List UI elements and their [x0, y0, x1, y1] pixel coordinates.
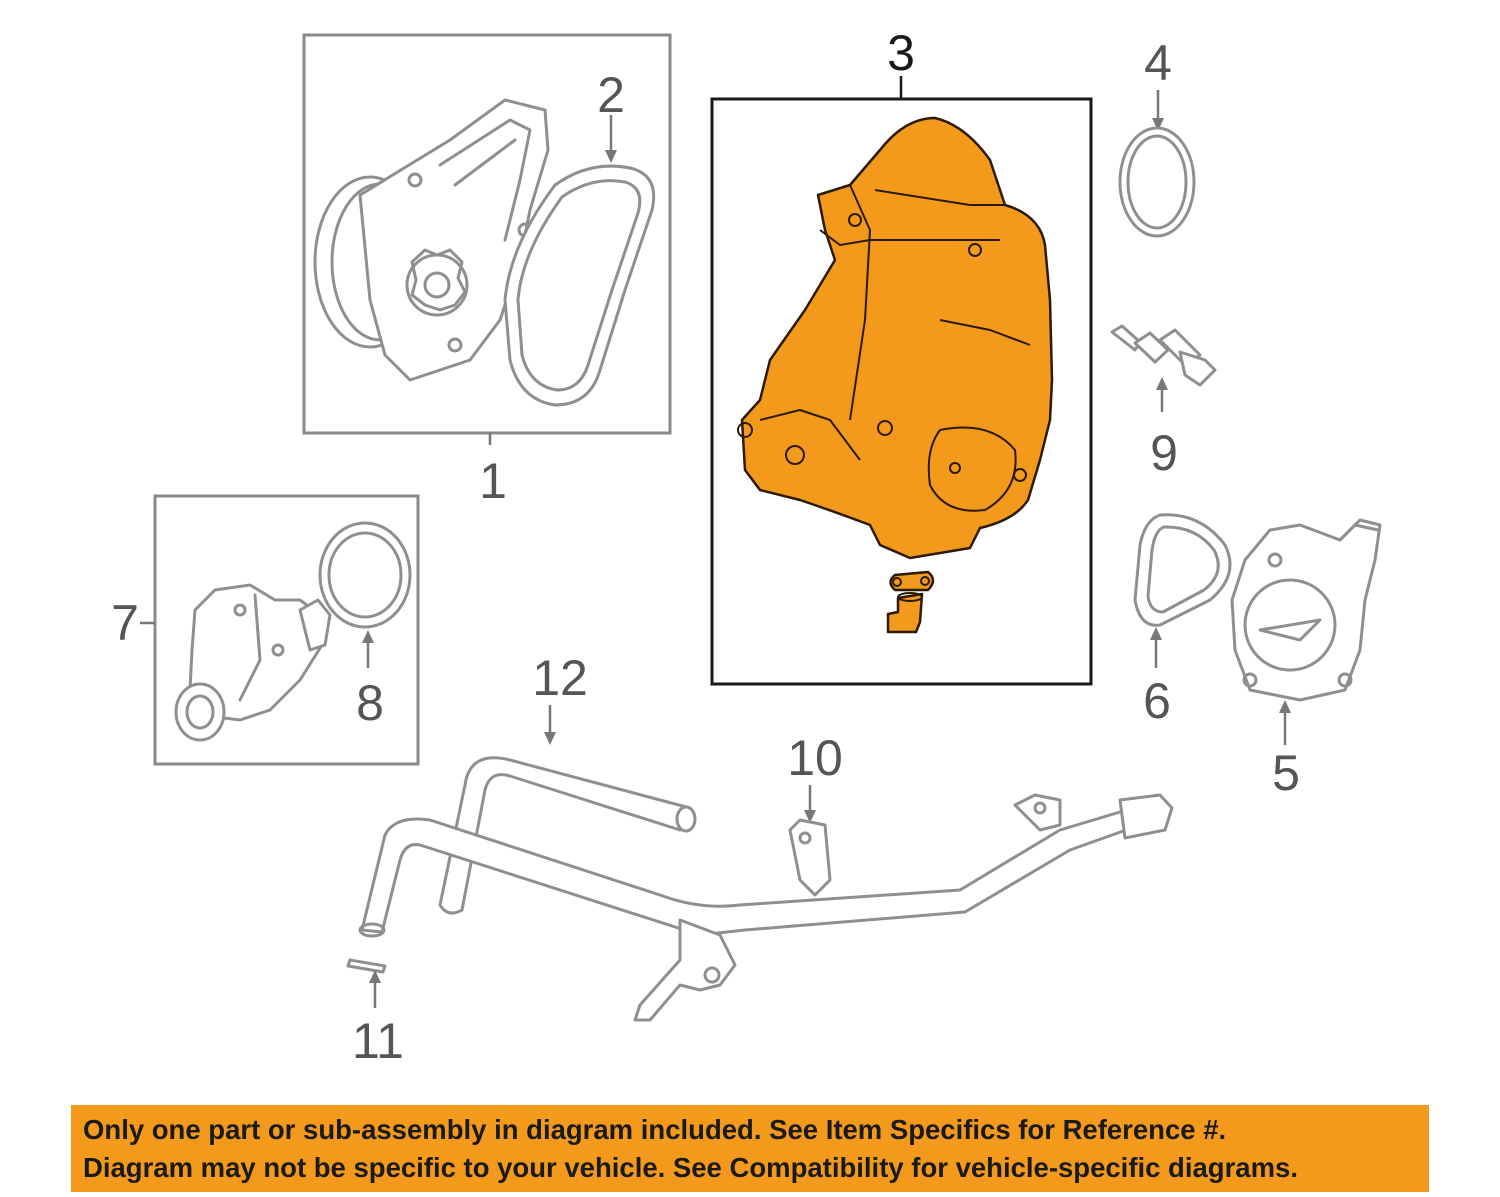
water-pipe[interactable]	[358, 756, 1174, 1022]
o-ring[interactable]	[1118, 126, 1196, 238]
callout-12: 12	[532, 650, 588, 706]
gasket-small-highlighted[interactable]	[889, 570, 935, 592]
thermostat-gasket[interactable]	[1133, 513, 1232, 627]
callout-11: 11	[352, 1013, 404, 1069]
callout-10: 10	[787, 730, 843, 786]
part-1-box	[302, 33, 672, 435]
part-7-box	[153, 494, 420, 766]
water-passage-highlighted[interactable]	[737, 116, 1054, 560]
callout-4: 4	[1144, 35, 1172, 91]
water-pump[interactable]	[313, 98, 550, 382]
callout-3: 3	[887, 25, 915, 81]
callout-6: 6	[1143, 673, 1171, 729]
callout-5: 5	[1272, 745, 1300, 801]
thermostat[interactable]	[174, 583, 332, 742]
disclaimer-line-2: Diagram may not be specific to your vehi…	[83, 1152, 1298, 1183]
disclaimer-line-1: Only one part or sub-assembly in diagram…	[83, 1114, 1227, 1145]
callout-8: 8	[356, 675, 384, 731]
callout-2: 2	[597, 67, 625, 123]
clip[interactable]	[346, 958, 387, 974]
outlet-fitting-highlighted[interactable]	[886, 592, 924, 634]
thermostat-housing[interactable]	[1230, 518, 1382, 702]
thermostat-seal[interactable]	[318, 521, 412, 629]
water-pump-gasket[interactable]	[503, 164, 656, 407]
callout-9: 9	[1150, 425, 1178, 481]
disclaimer-banner: Only one part or sub-assembly in diagram…	[71, 1105, 1429, 1192]
temperature-sensor[interactable]	[1110, 324, 1217, 387]
callout-7: 7	[111, 595, 139, 651]
callout-1: 1	[479, 453, 507, 509]
